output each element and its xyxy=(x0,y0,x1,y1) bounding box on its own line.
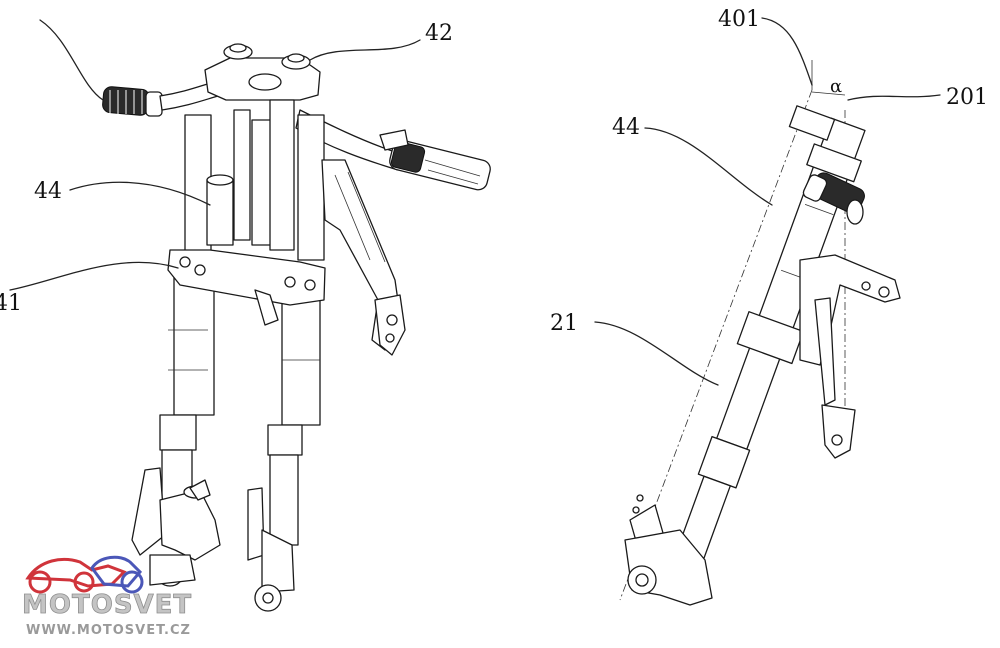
leader-line-401 xyxy=(761,17,813,86)
side-lower-clamp xyxy=(736,311,805,365)
angle-arc xyxy=(811,91,846,96)
bottom-triple-clamp xyxy=(167,249,326,326)
leader-line-41 xyxy=(9,261,179,291)
watermark-brand: MOTOSVET xyxy=(22,590,192,620)
top-triple-clamp xyxy=(204,43,321,101)
side-handlebar-grip xyxy=(802,172,865,225)
leader-line-42 xyxy=(309,39,421,61)
motorcycle-logo-icon xyxy=(25,555,144,594)
label-41: 41 xyxy=(0,291,22,316)
leader-line-44-left xyxy=(69,181,211,206)
side-brake-caliper xyxy=(624,494,713,606)
leader-line-21 xyxy=(594,321,719,386)
right-brake-caliper xyxy=(247,487,295,612)
label-44-left: 44 xyxy=(34,179,62,204)
left-handlebar-grip xyxy=(102,86,163,117)
label-201: 201 xyxy=(946,85,988,110)
right-fork-assembly xyxy=(594,17,941,606)
label-44-right: 44 xyxy=(612,115,640,140)
leader-line-grip xyxy=(39,19,104,101)
label-42: 42 xyxy=(425,21,453,46)
steering-damper xyxy=(206,99,295,251)
label-alpha: α xyxy=(830,76,842,97)
right-handlebar-grip xyxy=(389,139,491,191)
label-21: 21 xyxy=(550,311,578,336)
left-fork-assembly xyxy=(9,19,491,612)
frame-bracket xyxy=(321,129,409,356)
left-brake-caliper xyxy=(131,467,221,587)
leader-line-201 xyxy=(847,94,941,101)
side-frame-bracket xyxy=(799,254,901,459)
watermark: MOTOSVET WWW.MOTOSVET.CZ xyxy=(22,555,192,638)
left-fork-leg xyxy=(159,114,215,531)
label-401: 401 xyxy=(718,7,760,32)
right-fork-leg xyxy=(267,114,325,546)
watermark-url: WWW.MOTOSVET.CZ xyxy=(26,623,191,638)
leader-line-44-right xyxy=(644,127,773,206)
